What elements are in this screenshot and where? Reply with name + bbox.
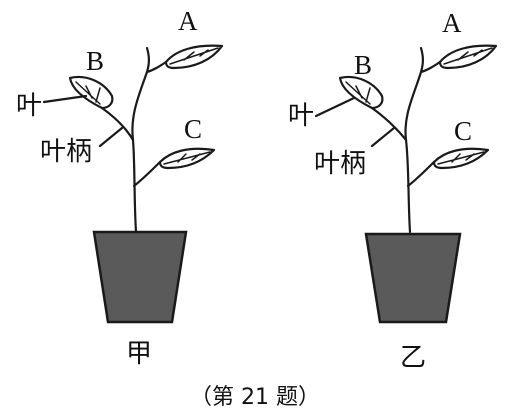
- leaf-b-vein: [75, 81, 101, 105]
- label-leaf: 叶: [288, 101, 314, 131]
- label-petiole: 叶柄: [40, 137, 92, 167]
- label-b: B: [354, 50, 372, 80]
- branch-a: [419, 60, 442, 74]
- plant-jia: A B C 叶 叶柄 甲: [16, 6, 224, 369]
- leader-leaf: [314, 96, 356, 118]
- petiole: [370, 106, 408, 142]
- leaf-a-vein: [169, 47, 219, 65]
- branch-a: [145, 60, 168, 74]
- leader-petiole: [370, 126, 396, 148]
- petiole: [100, 106, 135, 142]
- leader-leaf: [42, 94, 88, 104]
- leader-petiole: [98, 126, 124, 148]
- label-c: C: [454, 116, 472, 146]
- leaf-c-vein: [163, 151, 211, 165]
- label-c: C: [184, 114, 202, 144]
- label-a: A: [442, 8, 462, 38]
- pot: [92, 230, 188, 324]
- stem: [131, 46, 150, 234]
- pot: [364, 232, 462, 324]
- branch-c: [406, 160, 436, 188]
- label-b: B: [86, 46, 104, 76]
- label-leaf: 叶: [16, 91, 42, 121]
- label-a: A: [178, 6, 198, 36]
- plant-name: 乙: [400, 343, 426, 373]
- figure-caption: （第 21 题）: [190, 385, 320, 410]
- leaf-b: [68, 75, 114, 110]
- label-petiole: 叶柄: [314, 149, 366, 179]
- leaf-b: [338, 75, 384, 110]
- stem: [404, 46, 424, 234]
- plant-yi: A B C 叶 叶柄 乙: [288, 8, 498, 373]
- leaf-a-vein: [443, 47, 493, 65]
- branch-c: [132, 160, 162, 188]
- leaf-c-vein: [437, 151, 485, 165]
- plant-name: 甲: [126, 339, 152, 369]
- leaf-b-vein: [345, 81, 371, 105]
